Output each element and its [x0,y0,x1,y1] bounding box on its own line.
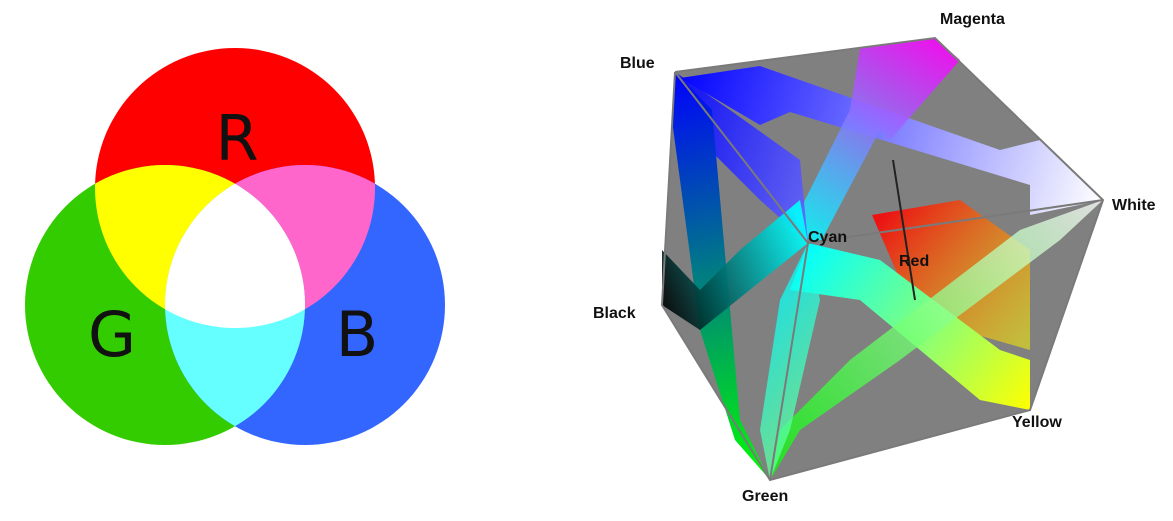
venn-letter-g: G [88,298,136,371]
arrow-magenta-to-cyan [790,38,960,243]
venn-letter-b: B [336,298,379,371]
cube-interior-red [872,200,1030,350]
label-green: Green [742,488,788,505]
arrow-white-to-green [770,200,1103,480]
rgb-color-cube: Magenta Blue White Cyan Red Black Yellow… [593,11,1156,505]
arrow-black-to-cyan [662,200,808,330]
arrow-blue-to-white [680,66,1103,215]
cube-edges-outline [660,36,1105,482]
cube-edge-red-inner [892,159,916,301]
cube-edge-cyan-green [769,242,809,481]
rgb-venn-diagram: R G B [25,48,445,445]
label-black: Black [593,305,636,322]
white-center-overlap [165,165,305,328]
label-cyan: Cyan [808,229,847,246]
venn-letter-r: R [215,102,258,175]
label-blue: Blue [620,55,655,72]
label-yellow: Yellow [1012,414,1062,431]
label-magenta: Magenta [940,11,1005,28]
label-red: Red [899,253,929,270]
label-white: White [1112,197,1156,214]
